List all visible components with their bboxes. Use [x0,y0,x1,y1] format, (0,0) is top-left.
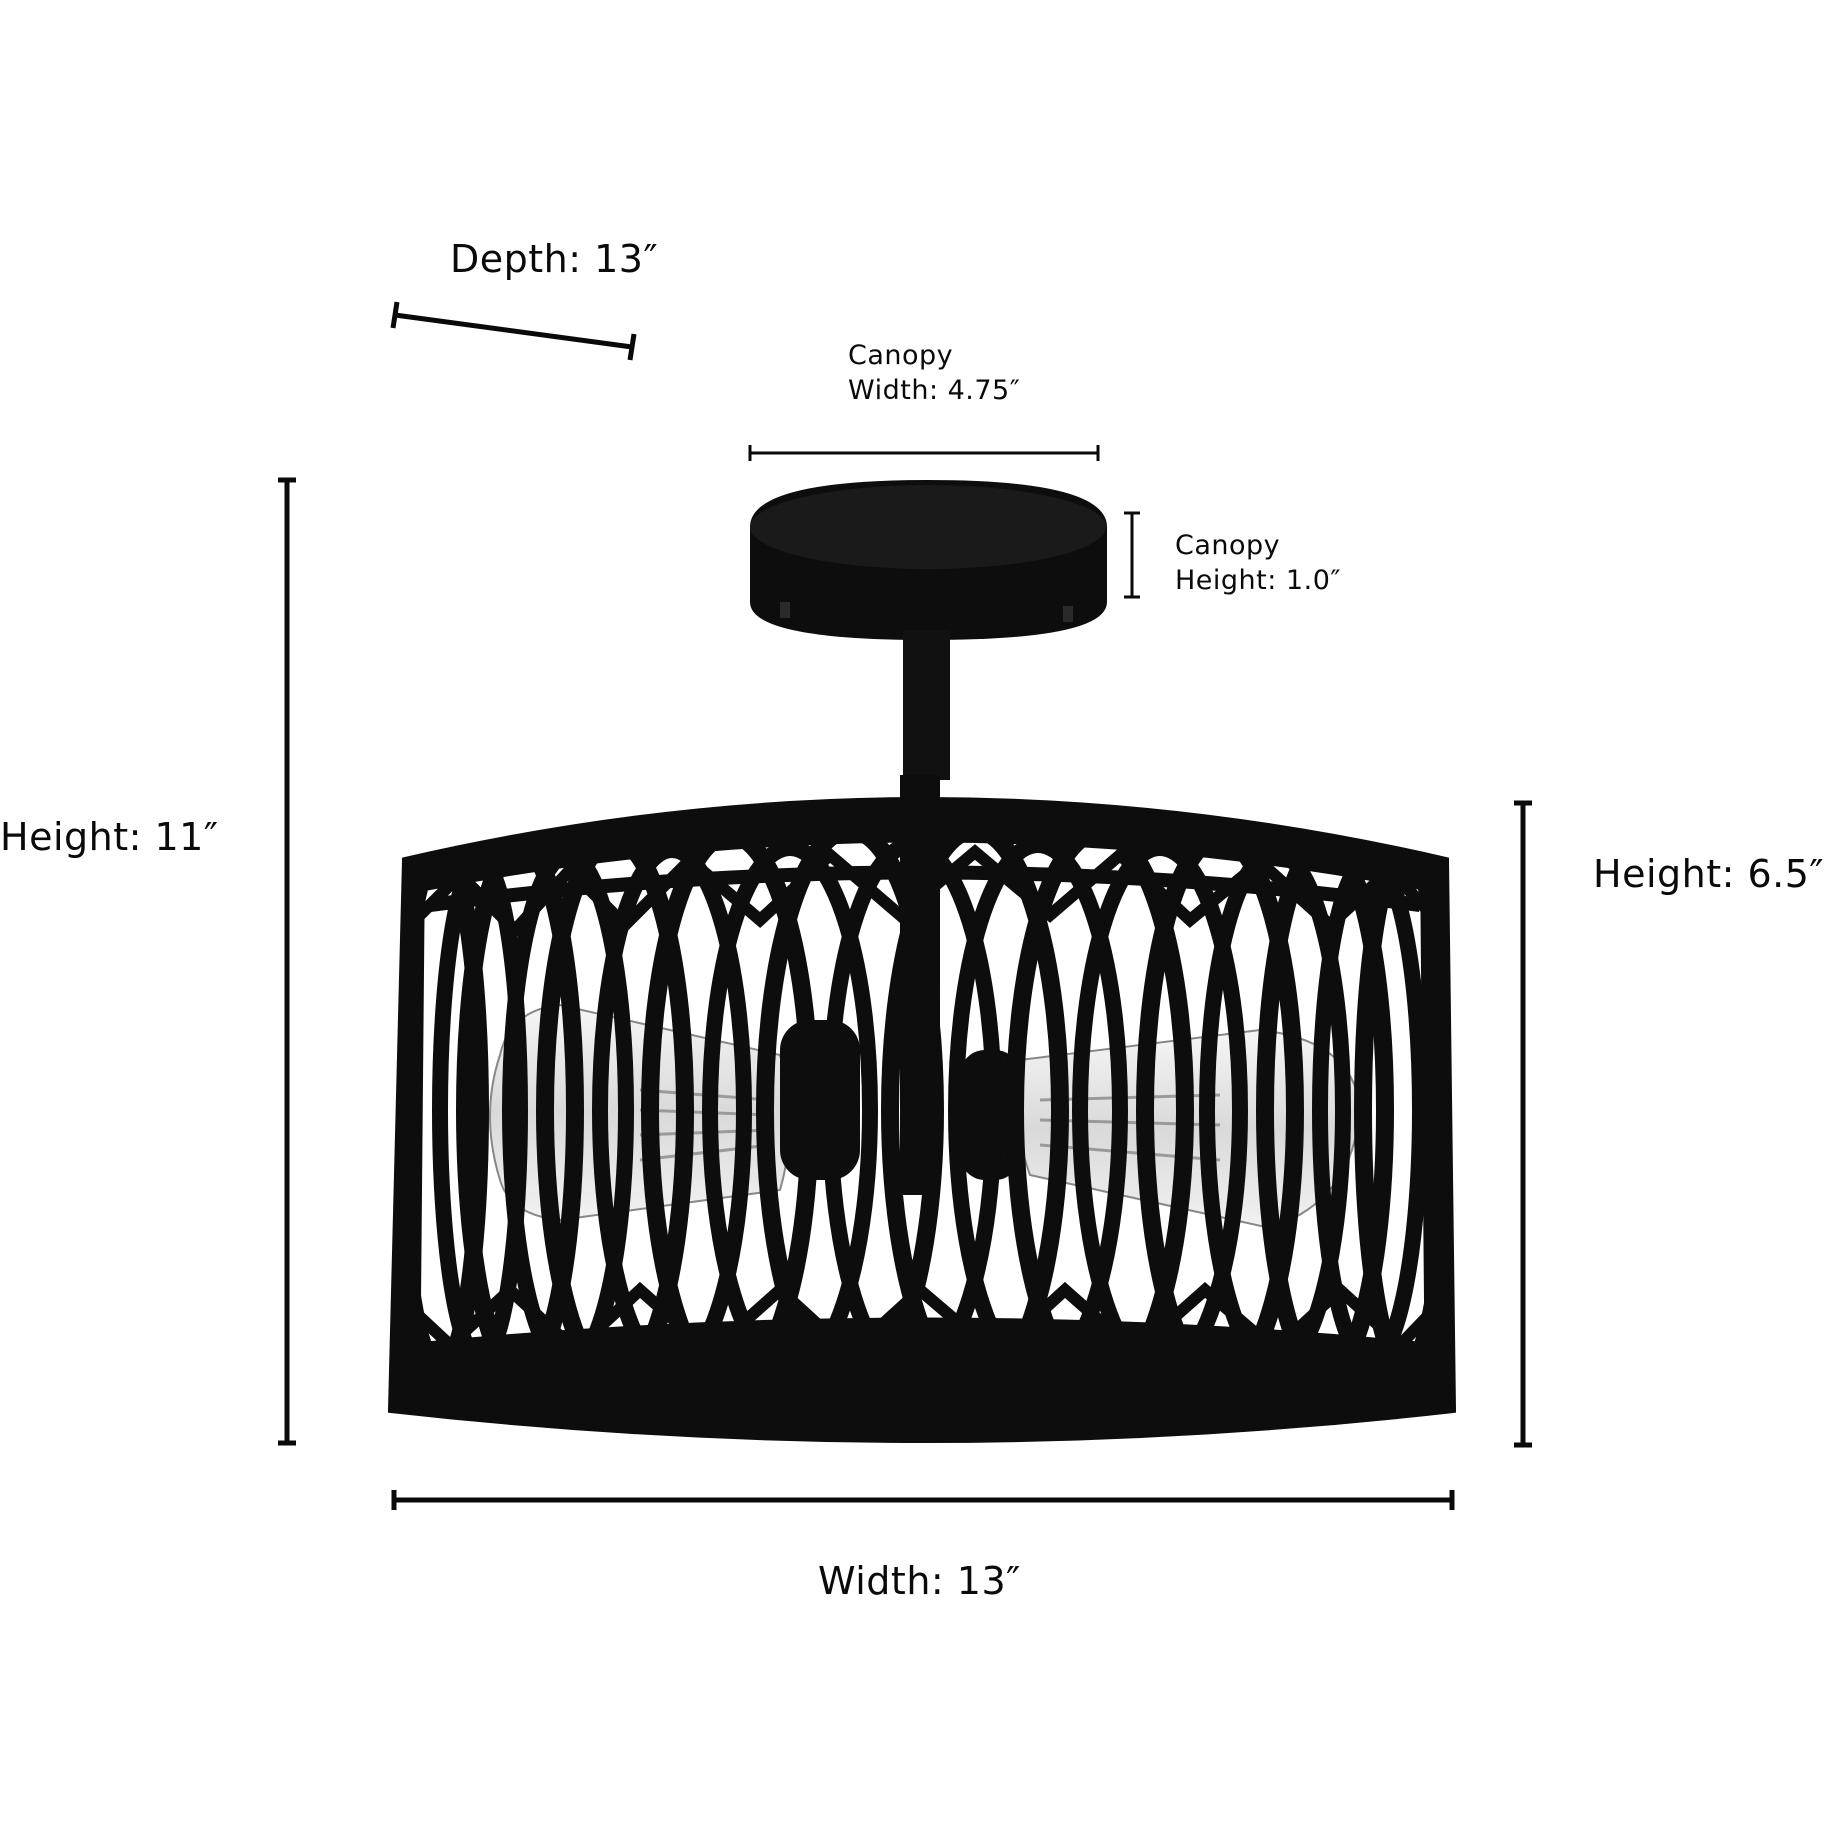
socket-left [780,1020,860,1180]
canopy-screw-left [780,602,790,618]
overall-height-label: Height: 11″ [0,815,219,859]
canopy-width-label-line1: Canopy [848,340,954,371]
shade-height-label: Height: 6.5″ [1593,852,1825,896]
stem [903,630,950,780]
canopy-height-label-line1: Canopy [1175,530,1281,561]
canopy-height-dimension-line [1124,511,1140,599]
depth-dimension-line [390,301,637,361]
cage-shade [387,775,1457,1443]
canopy-width-label-line2: Width: 4.75″ [848,375,1021,406]
width-dimension-line [391,1490,1455,1510]
canopy-width-label: Canopy Width: 4.75″ [848,338,1020,408]
canopy-height-label-line2: Height: 1.0″ [1175,565,1341,596]
depth-label: Depth: 13″ [450,237,659,281]
canopy-width-dimension-line [748,445,1100,461]
shade-height-dimension-line [1514,800,1532,1448]
overall-height-dimension-line [278,477,296,1446]
canopy [750,480,1107,640]
canopy-screw-right [1063,606,1073,622]
canopy-height-label: Canopy Height: 1.0″ [1175,528,1341,598]
width-label: Width: 13″ [818,1559,1021,1603]
